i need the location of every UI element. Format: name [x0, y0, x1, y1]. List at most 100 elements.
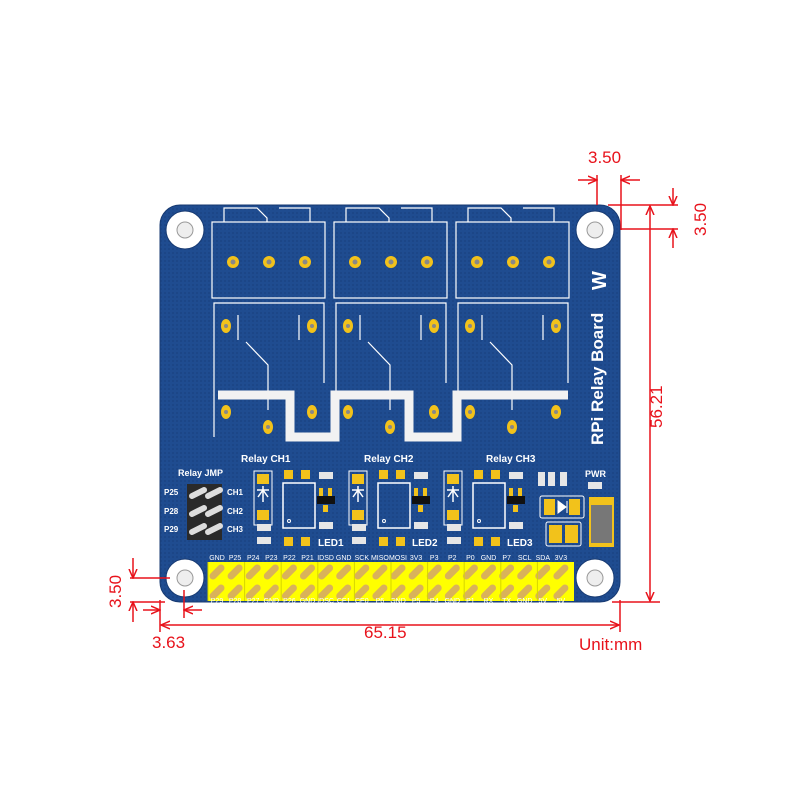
unit-label: Unit:mm: [579, 635, 642, 654]
isolation-slot: [218, 390, 568, 442]
pin-label-bottom: IDSC: [317, 598, 334, 605]
terminal-drill: [474, 259, 480, 265]
jumper-pin: [189, 523, 207, 535]
pad: [418, 505, 423, 512]
header-pin: [481, 584, 496, 600]
header-pin: [462, 564, 478, 580]
dim-height: 56.21: [647, 385, 666, 428]
resistor: [538, 472, 545, 486]
jumper-p29: P29: [164, 525, 179, 534]
relay-drill: [224, 410, 228, 414]
terminal-block: [211, 221, 326, 299]
pad: [423, 488, 427, 496]
header-pin: [281, 564, 297, 580]
pad: [396, 537, 405, 546]
relay-drill: [554, 410, 558, 414]
relay-drill: [310, 324, 314, 328]
relay-ch3-label: Relay CH3: [486, 454, 536, 465]
pad: [509, 488, 513, 496]
resistor: [257, 537, 271, 544]
jumper-pins[interactable]: [189, 487, 223, 535]
pad: [414, 488, 418, 496]
header-pin: [426, 584, 442, 600]
transistor: [412, 496, 430, 504]
relay-drill: [432, 410, 436, 414]
terminal-drill: [230, 259, 236, 265]
resistor: [257, 524, 271, 531]
mounting-holes: [165, 210, 615, 598]
pad: [379, 537, 388, 546]
header-pin: [336, 564, 352, 580]
relay-drill: [224, 324, 228, 328]
terminal-drill: [424, 259, 430, 265]
pin-label-top: P2: [448, 555, 457, 562]
header-pin: [444, 584, 460, 600]
header-pin: [481, 564, 496, 580]
resistor: [414, 472, 428, 479]
relay-ch2-label: Relay CH2: [364, 454, 414, 465]
pin1-mark: [382, 519, 386, 523]
pad: [301, 470, 310, 479]
jumper-p25: P25: [164, 488, 179, 497]
terminal-drill: [352, 259, 358, 265]
header-pin: [517, 584, 533, 600]
header-pin: [390, 584, 406, 600]
led1-label: LED1: [318, 538, 344, 549]
header-pin: [354, 584, 370, 600]
pin-label-bottom: GND: [517, 598, 533, 605]
resistor: [447, 537, 461, 544]
resistor: [447, 524, 461, 531]
pin-label-top: P0: [466, 555, 475, 562]
relay-drill: [310, 410, 314, 414]
jumper-pin: [205, 487, 223, 499]
pad: [257, 474, 269, 484]
relay-drill: [554, 324, 558, 328]
dim-width: 65.15: [364, 623, 407, 642]
relay-drill: [346, 410, 350, 414]
terminal-drill: [546, 259, 552, 265]
capacitor: [545, 521, 582, 547]
pin-label-bottom: P27: [247, 598, 260, 605]
driver-components: [253, 470, 567, 546]
dimension-lines: [130, 175, 678, 632]
header-pin: [499, 564, 515, 580]
mounting-hole-drill: [176, 221, 194, 239]
header-pin: [300, 564, 315, 580]
resistor: [352, 524, 366, 531]
terminal-drill: [302, 259, 308, 265]
pad: [549, 525, 562, 543]
jumper-ch3: CH3: [227, 525, 244, 534]
pad: [328, 488, 332, 496]
led2-label: LED2: [412, 538, 438, 549]
relay-outline: [457, 302, 569, 437]
terminal-drill: [388, 259, 394, 265]
pad: [518, 488, 522, 496]
diode-icon: [257, 486, 269, 502]
header-pin: [426, 564, 442, 580]
relay-outline: [213, 302, 325, 437]
header-pin: [372, 564, 388, 580]
pin-label-bottom: GND: [300, 598, 316, 605]
power-diode: [539, 495, 585, 519]
terminal-drill: [510, 259, 516, 265]
pad: [257, 510, 269, 520]
header-pin: [553, 584, 569, 600]
pad: [379, 470, 388, 479]
pin-label-bottom: RX: [484, 598, 494, 605]
jumper-p28: P28: [164, 507, 179, 516]
header-pin: [318, 564, 334, 580]
header-pin: [408, 564, 424, 580]
pin-label-top: 3V3: [410, 555, 423, 562]
relay-ch1-label: Relay CH1: [241, 454, 291, 465]
dim-right-hole: 3.50: [691, 203, 710, 236]
relay-drill: [346, 324, 350, 328]
relay-ch2: [333, 207, 448, 437]
resistor: [548, 472, 555, 486]
header-pin: [535, 564, 551, 580]
pin-label-top: P25: [229, 555, 242, 562]
pad: [474, 537, 483, 546]
pin-label-bottom: P26: [283, 598, 296, 605]
pin-label-bottom: CE1: [337, 598, 351, 605]
pad: [301, 537, 310, 546]
mounting-hole-drill: [586, 569, 604, 587]
